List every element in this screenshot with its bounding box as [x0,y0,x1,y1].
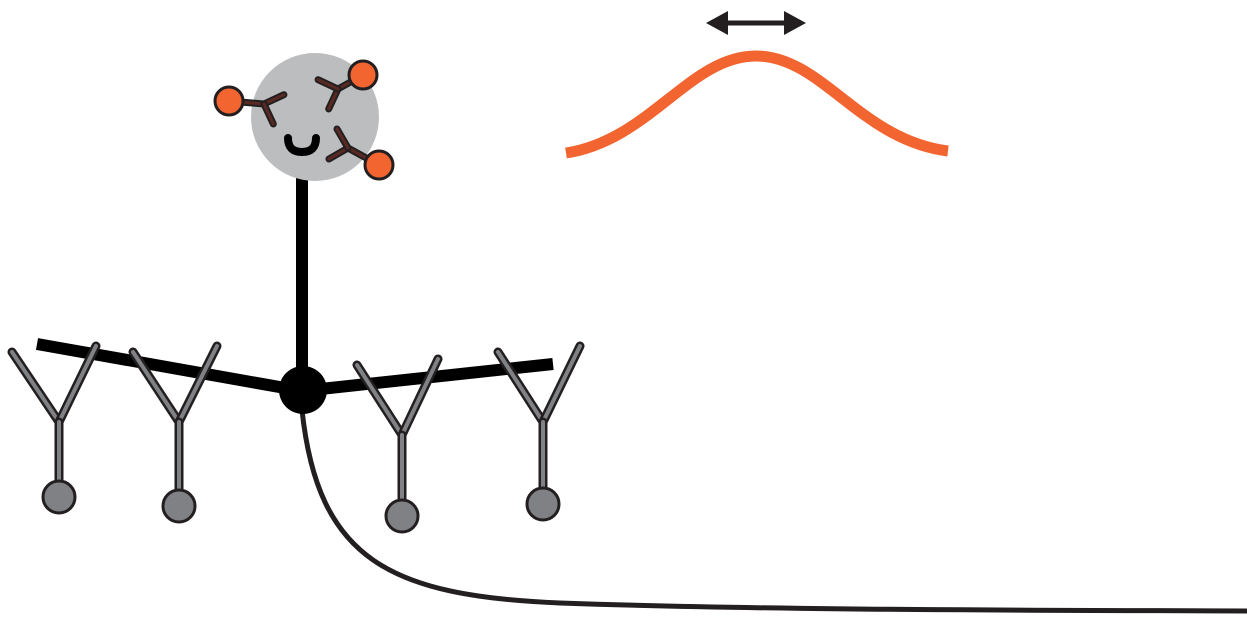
labeled-antibody-icon [314,59,379,113]
surface-receptors [7,341,585,534]
labeled-antibodies [213,59,395,181]
y-shaped-receptor-icon [352,354,443,534]
y-shaped-receptor-icon [128,341,222,524]
orange-label-bead [363,149,395,181]
y-shaped-receptor-icon [7,341,101,515]
orange-label-bead [347,59,379,91]
labeled-antibody-icon [213,85,288,128]
hub-node-icon [279,366,327,414]
receptor-knob [384,498,420,534]
receptor-knob [41,479,77,515]
receptor-knob [525,486,561,522]
tether-curve [299,407,1247,614]
bar-left-segment [35,338,304,397]
sine-wave-icon [565,50,949,159]
stalk-cup [284,134,320,157]
y-shaped-receptor-icon [493,341,585,522]
labeled-antibody-icon [325,125,395,181]
receptor-knob [161,488,197,524]
double-headed-arrow-icon [706,11,806,35]
orange-label-bead [213,85,245,117]
